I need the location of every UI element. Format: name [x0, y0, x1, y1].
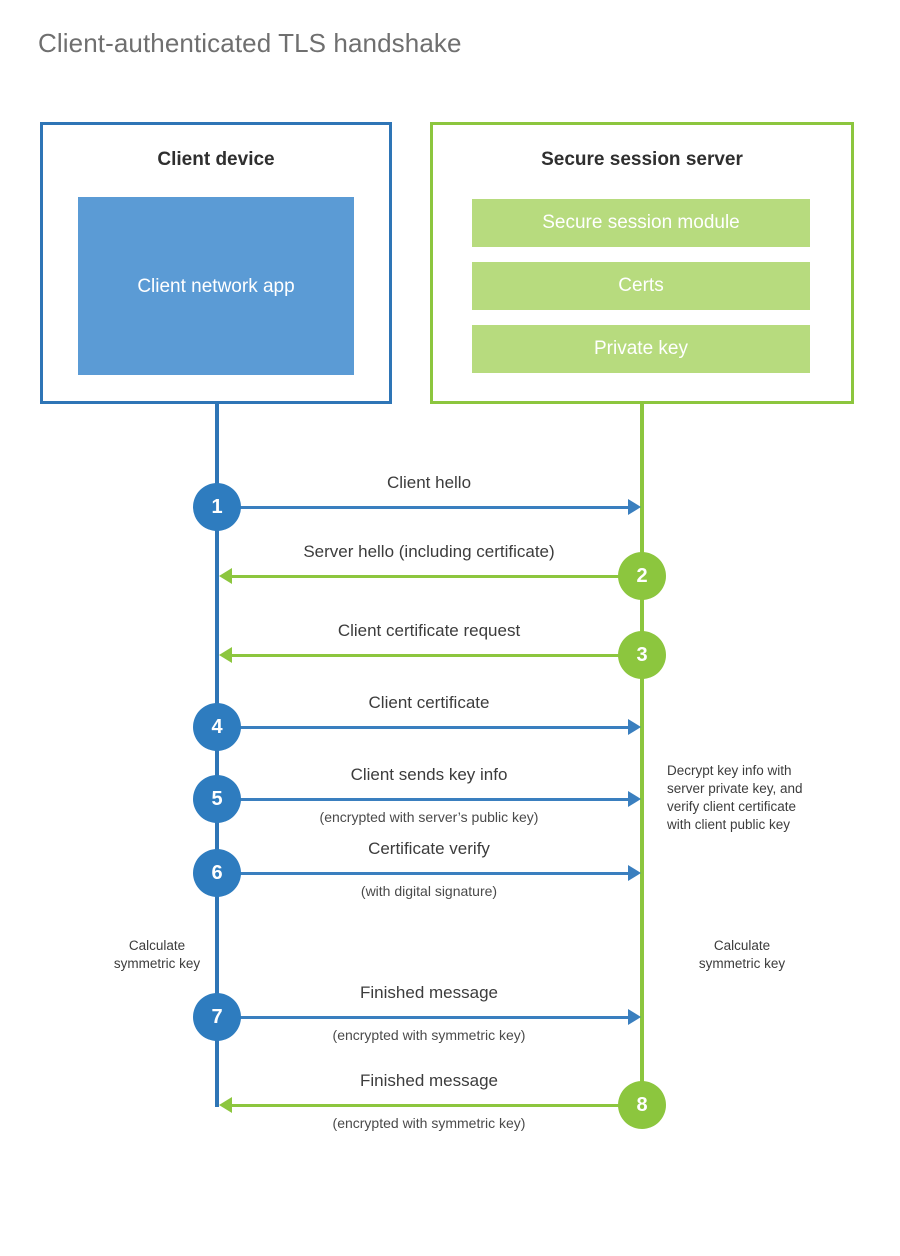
- arrow-line-6: [219, 872, 634, 875]
- step-number-badge-6[interactable]: 6: [193, 849, 241, 897]
- step-number-badge-4[interactable]: 4: [193, 703, 241, 751]
- step-sublabel-8: (encrypted with symmetric key): [332, 1115, 526, 1131]
- step-sublabel-6: (with digital signature): [360, 883, 498, 899]
- step-number-badge-8[interactable]: 8: [618, 1081, 666, 1129]
- step-sublabel-7: (encrypted with symmetric key): [332, 1027, 526, 1043]
- server-block-certs: Certs: [472, 262, 810, 310]
- step-label-4: Client certificate: [368, 693, 490, 712]
- arrow-head-right-icon: [628, 791, 641, 807]
- server-lifeline: [640, 401, 644, 1107]
- arrow-line-7: [219, 1016, 634, 1019]
- note-line-1: symmetric key: [698, 956, 786, 971]
- step-label-8: Finished message: [360, 1071, 498, 1090]
- arrow-line-2: [222, 575, 636, 578]
- note-line-1: server private key, and: [667, 781, 803, 796]
- step-label-1: Client hello: [386, 473, 472, 492]
- arrow-head-right-icon: [628, 865, 641, 881]
- step-number-badge-3[interactable]: 3: [618, 631, 666, 679]
- arrow-head-left-icon: [219, 568, 232, 584]
- arrow-line-3: [222, 654, 636, 657]
- step-number-badge-1[interactable]: 1: [193, 483, 241, 531]
- arrow-line-1: [219, 506, 634, 509]
- step-number-badge-7[interactable]: 7: [193, 993, 241, 1041]
- step-number-badge-2[interactable]: 2: [618, 552, 666, 600]
- note-line-3: with client public key: [667, 817, 791, 832]
- arrow-line-8: [222, 1104, 636, 1107]
- arrow-head-right-icon: [628, 1009, 641, 1025]
- note-line-0: Calculate: [713, 938, 771, 953]
- secure-session-server-box: Secure session server Secure session mod…: [430, 122, 854, 404]
- note-line-0: Decrypt key info with: [667, 763, 792, 778]
- client-network-app-block: Client network app: [78, 197, 354, 375]
- arrow-line-4: [219, 726, 634, 729]
- client-device-title: Client device: [157, 149, 275, 170]
- server-block-private-key: Private key: [472, 325, 810, 373]
- arrow-line-5: [219, 798, 634, 801]
- note-line-2: verify client certificate: [667, 799, 797, 814]
- note-line-0: Calculate: [128, 938, 186, 953]
- arrow-head-left-icon: [219, 1097, 232, 1113]
- client-lifeline: [215, 401, 219, 1107]
- note-client-calculate-symmetric-key: Calculate symmetric key: [82, 937, 232, 973]
- step-label-5: Client sends key info: [350, 765, 508, 784]
- client-device-box: Client device Client network app: [40, 122, 392, 404]
- step-label-2: Server hello (including certificate): [303, 542, 555, 561]
- step-number-badge-5[interactable]: 5: [193, 775, 241, 823]
- step-sublabel-5: (encrypted with server’s public key): [319, 809, 539, 825]
- server-block-secure-session-module: Secure session module: [472, 199, 810, 247]
- note-server-decrypt: Decrypt key info with server private key,…: [667, 762, 857, 834]
- arrow-head-right-icon: [628, 719, 641, 735]
- note-line-1: symmetric key: [113, 956, 201, 971]
- note-server-calculate-symmetric-key: Calculate symmetric key: [667, 937, 817, 973]
- step-label-3: Client certificate request: [337, 621, 521, 640]
- page-title: Client-authenticated TLS handshake: [38, 28, 462, 58]
- step-label-6: Certificate verify: [368, 839, 490, 858]
- arrow-head-right-icon: [628, 499, 641, 515]
- secure-session-server-title: Secure session server: [541, 149, 743, 170]
- arrow-head-left-icon: [219, 647, 232, 663]
- step-label-7: Finished message: [360, 983, 498, 1002]
